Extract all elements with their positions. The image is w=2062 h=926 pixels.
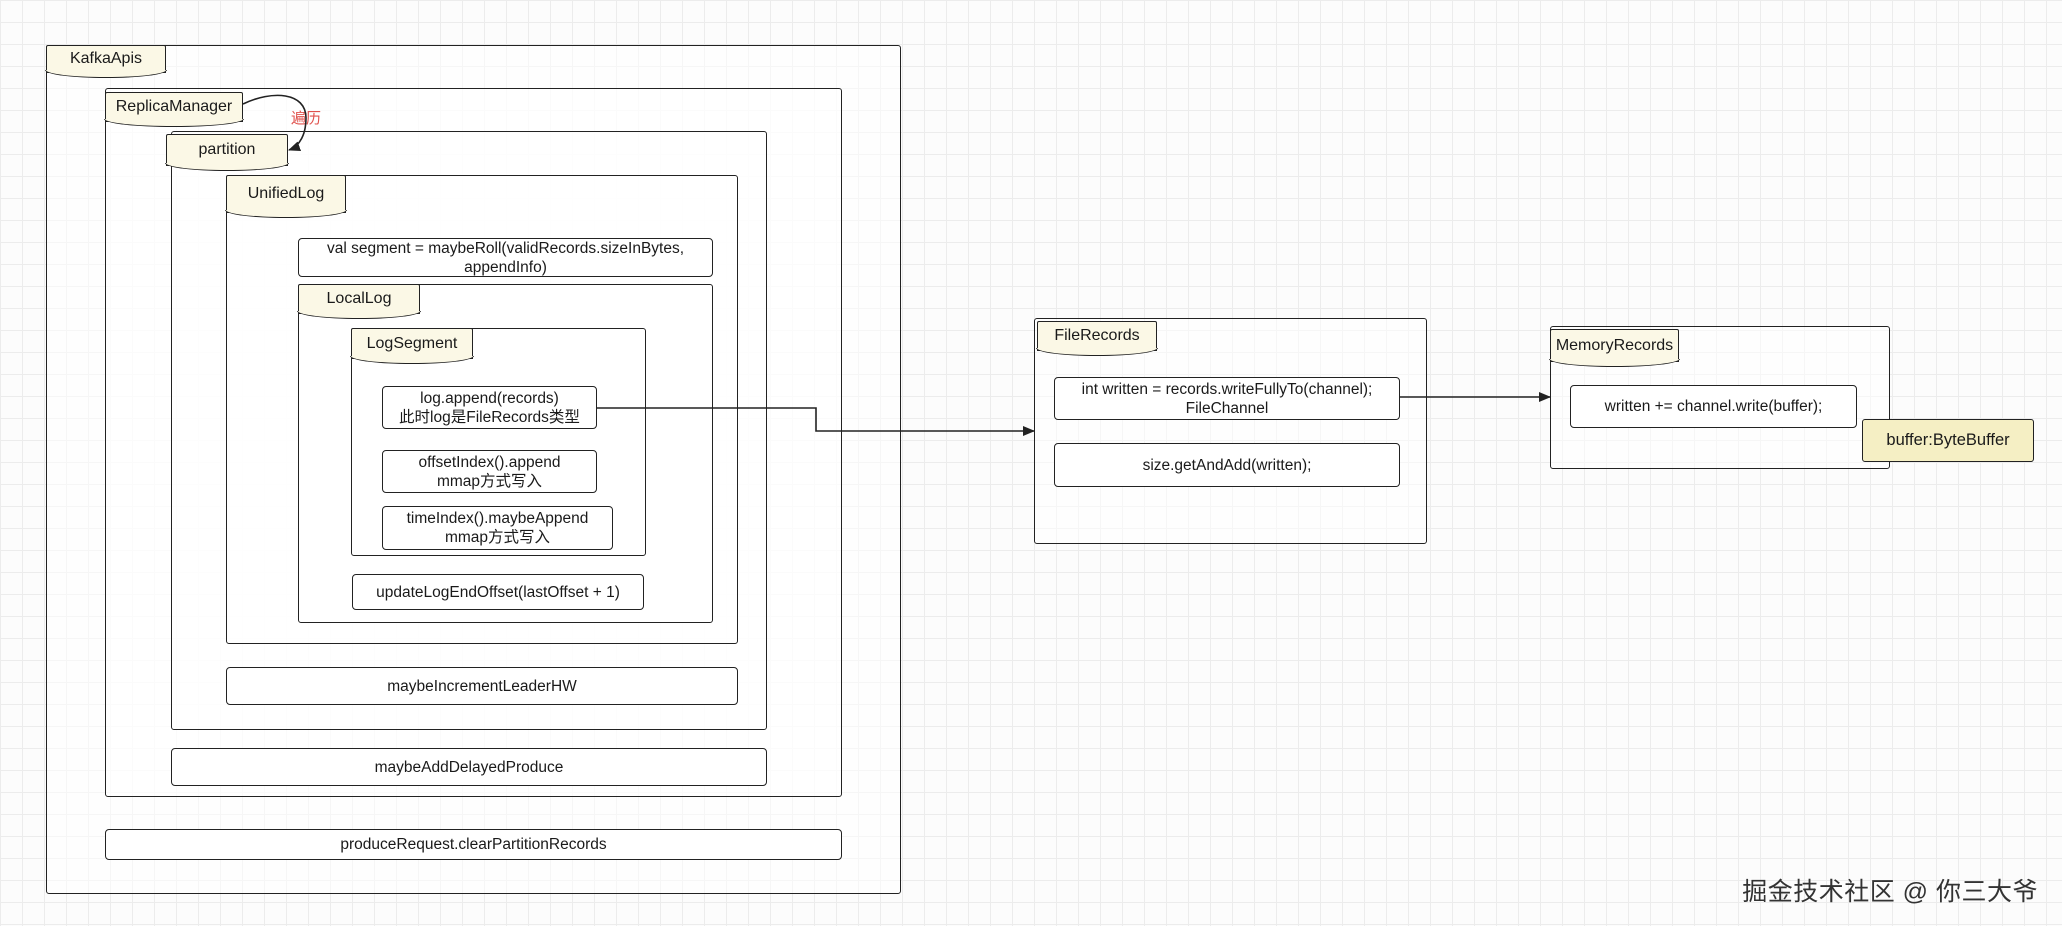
write-fully-to-step: int written = records.writeFullyTo(chann… [1054,377,1400,420]
maybe-roll-step: val segment = maybeRoll(validRecords.siz… [298,238,713,277]
time-index-append-step: timeIndex().maybeAppend mmap方式写入 [382,506,613,550]
maybe-add-delayed-produce-step: maybeAddDelayedProduce [171,748,767,786]
unified-log-label: UnifiedLog [225,175,347,218]
local-log-label: LocalLog [297,284,421,319]
kafka-apis-label: KafkaApis [45,45,167,78]
byte-buffer-box: buffer:ByteBuffer [1862,419,2034,462]
traverse-note: 遍历 [291,110,322,127]
channel-write-step: written += channel.write(buffer); [1570,385,1857,428]
size-get-and-add-step: size.getAndAdd(written); [1054,443,1400,487]
maybe-increment-leader-hw-step: maybeIncrementLeaderHW [226,667,738,705]
log-append-step: log.append(records) 此时log是FileRecords类型 [382,386,597,429]
file-records-label: FileRecords [1036,321,1158,356]
replica-manager-label: ReplicaManager [104,92,244,127]
log-segment-label: LogSegment [350,328,474,364]
watermark-text: 掘金技术社区 @ 你三大爷 [1742,878,2038,906]
offset-index-append-step: offsetIndex().append mmap方式写入 [382,450,597,493]
update-log-end-offset-step: updateLogEndOffset(lastOffset + 1) [352,574,644,610]
clear-partition-records-step: produceRequest.clearPartitionRecords [105,829,842,860]
partition-label: partition [165,134,289,171]
memory-records-label: MemoryRecords [1549,329,1680,367]
